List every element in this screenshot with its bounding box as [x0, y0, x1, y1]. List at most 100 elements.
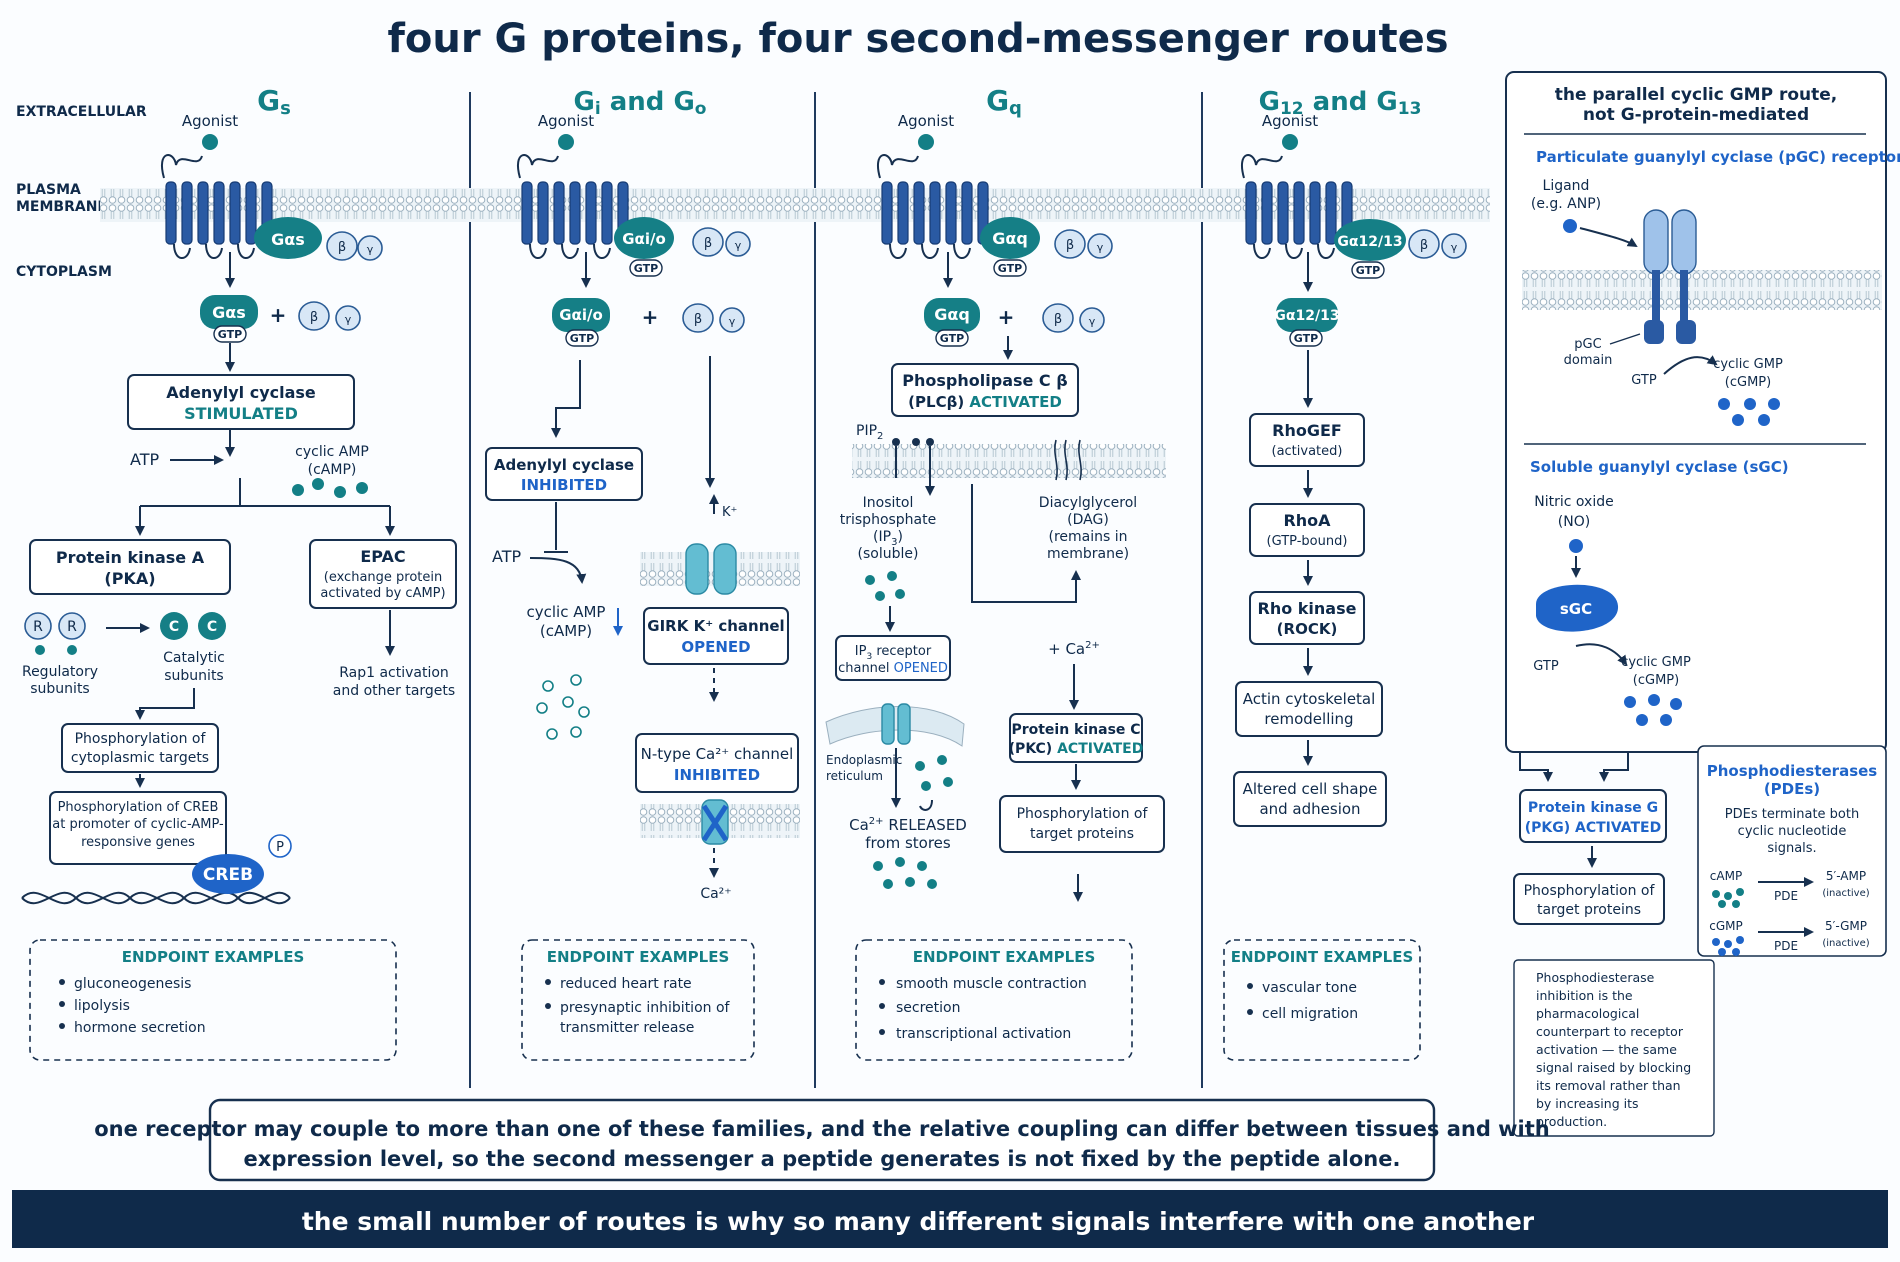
svg-text:(PLCβ) ACTIVATED: (PLCβ) ACTIVATED: [908, 393, 1062, 411]
svg-text:(inactive): (inactive): [1822, 888, 1869, 899]
ip3-receptor-opened: [835, 635, 951, 681]
svg-text:Gαs: Gαs: [271, 230, 305, 249]
svg-text:(PDEs): (PDEs): [1764, 780, 1820, 798]
svg-text:C: C: [207, 619, 217, 635]
receptor-g12: Agonist: [1241, 112, 1353, 259]
n-type-ca-channel-inhibited: [635, 733, 799, 793]
galpha-q-membrane: [980, 217, 1040, 259]
svg-text:smooth muscle contraction: smooth muscle contraction: [896, 976, 1087, 992]
svg-text:P: P: [276, 840, 284, 855]
column-gq: Gαq GTP β γ Gαq GTP + β γ Phospholipase …: [825, 217, 1166, 1061]
svg-text:R: R: [67, 619, 77, 635]
svg-text:Phosphorylation of CREB: Phosphorylation of CREB: [58, 800, 219, 815]
galpha-q-free: [924, 298, 980, 332]
svg-text:(exchange protein: (exchange protein: [324, 570, 443, 585]
svg-text:5′-GMP: 5′-GMP: [1825, 919, 1867, 933]
coupling-note-box: [208, 1098, 1436, 1182]
endpoints-g12: [1223, 939, 1421, 1061]
svg-text:Soluble guanylyl cyclase (sGC): Soluble guanylyl cyclase (sGC): [1530, 458, 1789, 476]
svg-text:β: β: [704, 236, 712, 251]
svg-text:GTP: GTP: [218, 328, 242, 341]
svg-text:STIMULATED: STIMULATED: [184, 404, 298, 423]
svg-text:expression level, so the secon: expression level, so the second messenge…: [244, 1147, 1401, 1171]
svg-text:Endoplasmic: Endoplasmic: [826, 753, 902, 767]
svg-text:domain: domain: [1564, 353, 1613, 368]
svg-text:Phospholipase C β: Phospholipase C β: [902, 371, 1067, 390]
svg-text:cAMP: cAMP: [1710, 869, 1742, 883]
ggamma: [357, 235, 383, 261]
svg-text:transcriptional activation: transcriptional activation: [896, 1026, 1071, 1042]
svg-text:R: R: [33, 619, 43, 635]
svg-text:Rho kinase: Rho kinase: [1258, 599, 1357, 618]
gtp-badge: [213, 325, 247, 343]
svg-text:(inactive): (inactive): [1822, 938, 1869, 949]
svg-text:β: β: [1420, 238, 1428, 253]
svg-text:subunits: subunits: [30, 681, 89, 697]
label-membrane: MEMBRANE: [16, 199, 107, 215]
svg-text:production.: production.: [1536, 1114, 1607, 1129]
svg-text:Protein kinase C: Protein kinase C: [1011, 722, 1140, 738]
svg-text:γ: γ: [729, 315, 736, 328]
svg-text:γ: γ: [1097, 241, 1104, 254]
svg-text:PIP2: PIP2: [856, 423, 883, 442]
svg-text:trisphosphate: trisphosphate: [840, 512, 937, 528]
svg-text:Gαq: Gαq: [992, 229, 1028, 248]
svg-text:GTP: GTP: [1533, 659, 1559, 674]
phosphorylation-creb: [49, 791, 227, 865]
svg-text:cyclic GMP: cyclic GMP: [1713, 357, 1783, 372]
svg-text:(e.g. ANP): (e.g. ANP): [1531, 196, 1601, 212]
svg-text:one receptor may couple to mor: one receptor may couple to more than one…: [94, 1117, 1550, 1141]
svg-text:β: β: [338, 240, 346, 255]
svg-text:subunits: subunits: [164, 668, 223, 684]
svg-text:by increasing its: by increasing its: [1536, 1096, 1639, 1111]
svg-text:cyclic GMP: cyclic GMP: [1621, 655, 1691, 670]
svg-text:β: β: [310, 310, 318, 325]
label-extracellular: EXTRACELLULAR: [16, 104, 147, 120]
svg-text:sGC: sGC: [1560, 600, 1592, 618]
galpha-s-membrane: [254, 217, 322, 259]
agonist-ligand: [558, 134, 574, 150]
svg-text:(PKG) ACTIVATED: (PKG) ACTIVATED: [1525, 820, 1662, 836]
svg-text:target proteins: target proteins: [1030, 826, 1134, 842]
adenylyl-cyclase-stimulated: [127, 374, 355, 430]
svg-text:OPENED: OPENED: [681, 638, 750, 656]
galpha-12-membrane: [1334, 219, 1406, 261]
svg-text:Diacylglycerol: Diacylglycerol: [1039, 495, 1137, 511]
galpha-s-free: [200, 295, 258, 329]
svg-text:γ: γ: [1451, 241, 1458, 254]
svg-text:from stores: from stores: [865, 834, 951, 852]
receptor-gs: Agonist: [161, 112, 273, 259]
gbeta: [326, 231, 358, 261]
phosphate-badge: [268, 834, 292, 858]
svg-text:Ca²⁺: Ca²⁺: [700, 886, 731, 902]
svg-text:inhibition is the: inhibition is the: [1536, 988, 1633, 1003]
endpoints-gi: [521, 939, 755, 1061]
rhoa: [1249, 503, 1365, 557]
phosphorylation-target-gq: [999, 795, 1165, 853]
svg-text:N-type Ca²⁺ channel: N-type Ca²⁺ channel: [641, 745, 794, 763]
label-cytoplasm: CYTOPLASM: [16, 264, 112, 280]
plasma-membrane: [100, 188, 1490, 222]
svg-text:(PKC) ACTIVATED: (PKC) ACTIVATED: [1009, 741, 1144, 757]
svg-text:cyclic nucleotide: cyclic nucleotide: [1738, 824, 1847, 839]
svg-text:γ: γ: [345, 313, 352, 326]
svg-text:not G-protein-mediated: not G-protein-mediated: [1583, 105, 1809, 125]
svg-text:reticulum: reticulum: [826, 769, 883, 783]
phosphorylation-target-pkg: [1513, 873, 1665, 925]
col2-header: Gi and Go: [574, 87, 707, 119]
galpha-io-free: [552, 298, 610, 332]
svg-text:gluconeogenesis: gluconeogenesis: [74, 976, 191, 992]
svg-text:(cGMP): (cGMP): [1633, 673, 1679, 688]
svg-text:Phosphodiesterase: Phosphodiesterase: [1536, 970, 1655, 985]
agonist-ligand: [202, 134, 218, 150]
svg-text:γ: γ: [1089, 315, 1096, 328]
pde-box: [1697, 745, 1887, 957]
rho-kinase: [1249, 591, 1365, 645]
svg-text:GTP: GTP: [570, 332, 594, 345]
svg-text:C: C: [169, 619, 179, 635]
receptor-gq: Agonist: [877, 112, 989, 259]
svg-text:RhoA: RhoA: [1283, 511, 1331, 530]
svg-text:(GTP-bound): (GTP-bound): [1267, 534, 1348, 549]
svg-text:(ROCK): (ROCK): [1277, 620, 1338, 638]
anp-ligand: [1563, 219, 1577, 233]
